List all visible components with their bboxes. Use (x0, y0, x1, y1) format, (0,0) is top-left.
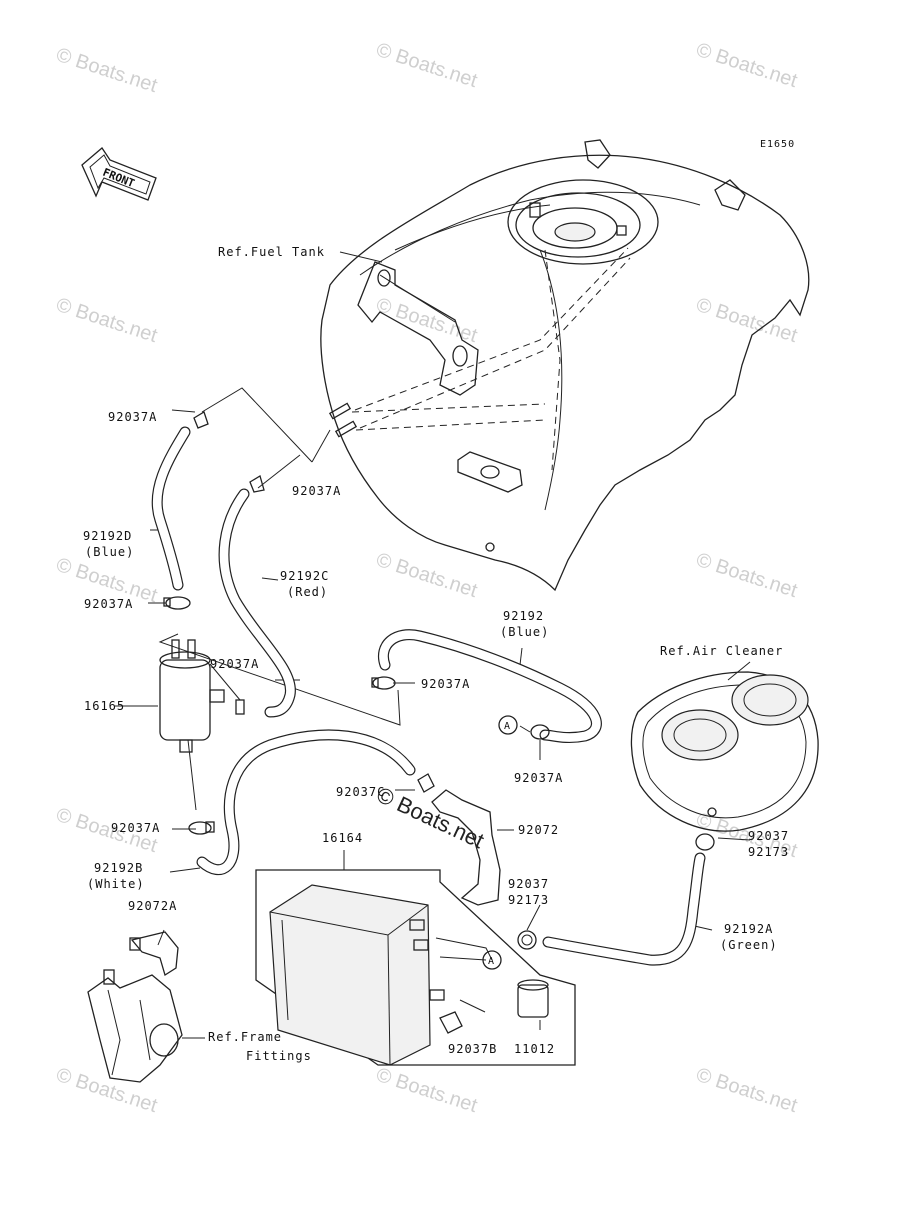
watermark: © Boats.net (693, 294, 800, 347)
watermark: © Boats.net (693, 1064, 800, 1117)
label-ref-fuel-tank: Ref.Fuel Tank (218, 245, 325, 259)
label-16164: 16164 (322, 831, 363, 845)
diagram-code: E1650 (760, 139, 795, 150)
clamp-icon (530, 724, 550, 740)
clamp-icon (371, 676, 396, 690)
label-92037a: 92037A (84, 597, 133, 611)
center-watermark: © Boats.net (373, 782, 488, 853)
watermark: © Boats.net (693, 39, 800, 92)
label-92192b: 92192B (94, 861, 143, 875)
clip-92072a (129, 931, 179, 977)
leader-lines (115, 251, 751, 1039)
watermark: © Boats.net (373, 294, 480, 347)
label-92037a: 92037A (292, 484, 341, 498)
watermark: © Boats.net (373, 1064, 480, 1117)
clamp-icon (695, 833, 715, 851)
cap (517, 979, 549, 1018)
label-92192a-color: (Green) (720, 938, 778, 952)
label-92192d: 92192D (83, 529, 132, 543)
canister (255, 869, 576, 1066)
clamp-icon (235, 699, 245, 715)
label-16165: 16165 (84, 699, 125, 713)
label-92192: 92192 (503, 609, 544, 623)
label-ref-air-cleaner: Ref.Air Cleaner (660, 644, 783, 658)
label-92037a: 92037A (111, 821, 160, 835)
label-92192c: 92192C (280, 569, 329, 583)
label-92037: 92037 (508, 877, 549, 891)
front-arrow-icon: FRONT (81, 147, 157, 201)
clamp-icon (193, 411, 209, 429)
clamp-icon (517, 930, 537, 950)
connector-a-label: A (488, 956, 495, 967)
clamp-icon (417, 773, 435, 793)
label-92037a: 92037A (210, 657, 259, 671)
label-92037: 92037 (748, 829, 789, 843)
part-labels: Ref.Fuel Tank Ref.Air Cleaner Ref.Frame … (83, 245, 789, 1063)
label-92192c-color: (Red) (287, 585, 328, 599)
label-92037c: 92037C (336, 785, 385, 799)
watermark: © Boats.net (693, 549, 800, 602)
label-11012: 11012 (514, 1042, 555, 1056)
label-92173: 92173 (748, 845, 789, 859)
watermark: © Boats.net (53, 44, 160, 97)
clamp-icon (188, 821, 215, 835)
frame-fittings (87, 969, 183, 1083)
label-92037a: 92037A (421, 677, 470, 691)
connector-a: A A (482, 715, 518, 970)
air-cleaner (630, 671, 819, 832)
label-92192d-color: (Blue) (85, 545, 134, 559)
fuel-tank (320, 139, 810, 592)
connector-a-label: A (504, 721, 511, 732)
label-92037b: 92037B (448, 1042, 497, 1056)
bracket-92072 (431, 789, 501, 906)
clamp-icon (439, 1011, 463, 1034)
label-ref-frame: Ref.Frame (208, 1030, 282, 1044)
label-ref-frame-fittings: Fittings (246, 1049, 312, 1063)
clamp-icon (163, 596, 191, 610)
label-92192a: 92192A (724, 922, 773, 936)
label-92037a: 92037A (514, 771, 563, 785)
label-92173: 92173 (508, 893, 549, 907)
watermark: © Boats.net (373, 39, 480, 92)
label-92037a: 92037A (108, 410, 157, 424)
watermark: © Boats.net (373, 549, 480, 602)
fuel-filter (159, 639, 225, 753)
label-92072: 92072 (518, 823, 559, 837)
label-92192-color: (Blue) (500, 625, 549, 639)
connector-a-icon (498, 715, 518, 735)
clamp-icon (249, 475, 265, 493)
connector-a-icon (482, 950, 502, 970)
hoses (151, 426, 706, 966)
label-92192b-color: (White) (87, 877, 145, 891)
watermark: © Boats.net (53, 1064, 160, 1117)
watermark: © Boats.net (53, 294, 160, 347)
label-92072a: 92072A (128, 899, 177, 913)
clamps (163, 411, 715, 1034)
